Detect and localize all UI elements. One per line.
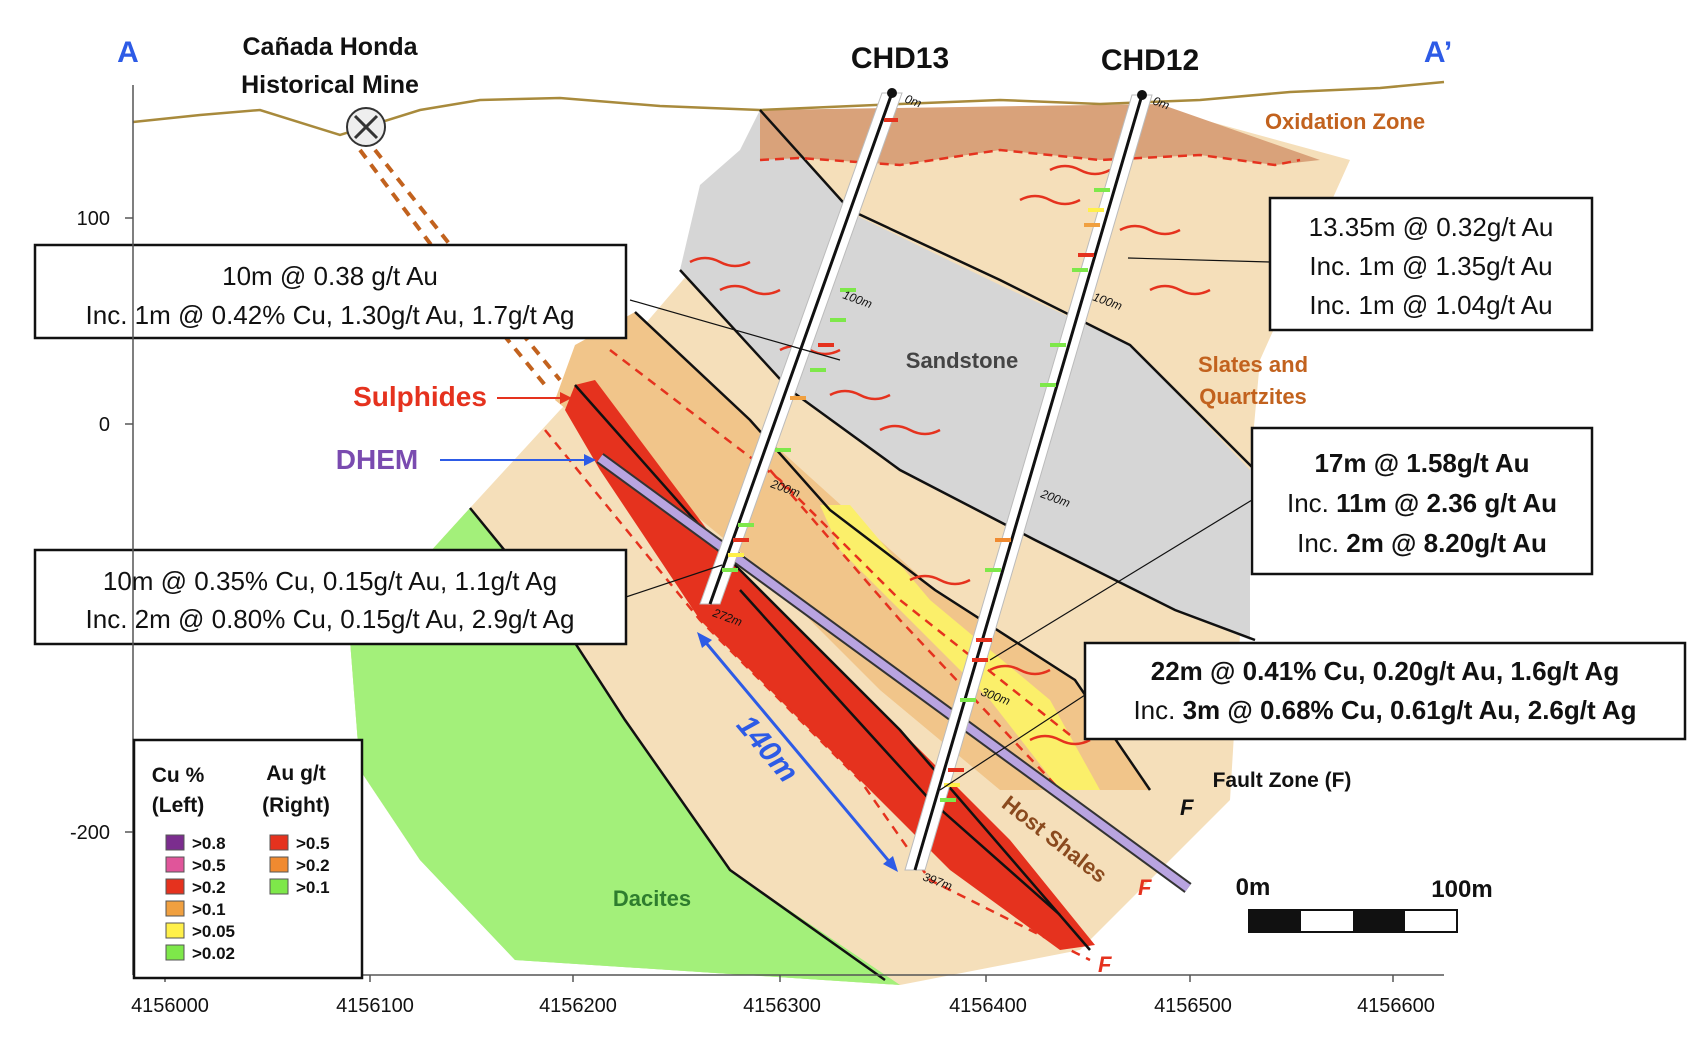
legend-au-label-2: >0.1 [296,878,330,897]
x-tick-4156000: 4156000 [131,995,209,1017]
legend-cu-swatch-3 [165,900,185,917]
intercept-box-2-line3: Inc. 1m @ 1.04g/t Au [1309,290,1552,320]
legend-cu-swatch-4 [165,922,185,939]
legend-au-swatch-1 [269,856,289,873]
legend-au-swatch-2 [269,878,289,895]
oxidation-contact [759,148,1301,167]
dhem-label: DHEM [336,444,418,475]
legend-cu-title-2: (Left) [152,794,204,817]
x-tick-4156100: 4156100 [336,995,414,1017]
legend-cu-label-5: >0.02 [192,944,235,963]
scale-bar-end: 100m [1431,876,1492,903]
oxidation-zone [760,104,1320,165]
legend-au-items: >0.5 >0.2 >0.1 [269,834,330,897]
x-tick-4156400: 4156400 [949,995,1027,1017]
y-tick-minus200: -200 [70,822,110,844]
intercept-box-1-line1: 10m @ 0.38 g/t Au [222,261,438,291]
hole-name-chd13: CHD13 [851,42,949,75]
legend-cu-label-4: >0.05 [192,922,235,941]
hole-name-chd12: CHD12 [1101,44,1199,77]
legend-au-label-0: >0.5 [296,834,330,853]
distance-arrowhead-top [697,632,712,648]
sulphide-veins [689,164,1211,746]
sulphides-arrowhead [560,392,572,404]
fault-zone-label: Fault Zone (F) [1213,769,1352,792]
distance-arrowhead-bottom [883,856,898,872]
intercept-box-2-line1: 13.35m @ 0.32g/t Au [1309,212,1554,242]
fault-marker-2: F [1138,875,1152,900]
drillhole-chd12 [904,90,1153,871]
legend-au-swatch-0 [269,834,289,851]
legend-au-label-1: >0.2 [296,856,330,875]
slates-label-line2: Quartzites [1199,384,1307,409]
mine-label-line1: Cañada Honda [242,33,418,61]
legend-au-title-1: Au g/t [266,762,325,785]
x-tick-4156200: 4156200 [539,995,617,1017]
fault-marker-3: F [1098,952,1112,977]
chd13-depth-0: 0m [903,92,923,111]
slates-label-line1: Slates and [1198,352,1308,377]
callout-leaders [625,257,1271,791]
oxidation-zone-label: Oxidation Zone [1265,109,1425,134]
legend-au-title-2: (Right) [262,794,330,817]
legend-cu-swatch-1 [165,856,185,873]
sandstone-unit [680,110,1250,640]
legend-cu-items: >0.8 >0.5 >0.2 >0.1 >0.05 >0.02 [165,834,235,963]
y-tick-0: 0 [99,414,110,436]
legend-cu-swatch-2 [165,878,185,895]
crossed-hammers-icon [346,107,386,147]
intercept-box-4-line2: Inc. 11m @ 2.36 g/t Au [1287,488,1557,518]
scale-bar-start: 0m [1236,874,1271,901]
legend-cu-swatch-5 [165,944,185,961]
x-tick-4156500: 4156500 [1154,995,1232,1017]
fault-lines [544,349,1091,962]
sandstone-label: Sandstone [906,348,1018,373]
dacites-label: Dacites [613,886,691,911]
sulphides-label: Sulphides [353,381,487,412]
intercept-box-3-line2: Inc. 2m @ 0.80% Cu, 0.15g/t Au, 2.9g/t A… [86,604,575,634]
x-tick-4156300: 4156300 [743,995,821,1017]
legend-cu-title-1: Cu % [152,764,205,787]
legend-cu-swatch-0 [165,834,185,851]
intercept-box-4-line1: 17m @ 1.58g/t Au [1314,448,1529,478]
legend-cu-label-1: >0.5 [192,856,226,875]
scale-bar [1248,909,1458,933]
yellow-zone [820,505,1100,790]
intercept-box-2 [1268,196,1594,332]
mine-label-line2: Historical Mine [241,71,419,99]
legend-cu-label-3: >0.1 [192,900,226,919]
dhem-plate-fill [597,454,1191,892]
legend-cu-label-2: >0.2 [192,878,226,897]
dhem-arrowhead [584,454,596,466]
section-label-a: A [117,36,139,69]
y-tick-100: 100 [77,208,110,230]
intercept-box-5-line2: Inc. 3m @ 0.68% Cu, 0.61g/t Au, 2.6g/t A… [1133,695,1636,725]
intercept-box-4 [1250,426,1594,576]
intercept-box-5-line1: 22m @ 0.41% Cu, 0.20g/t Au, 1.6g/t Ag [1151,656,1619,686]
chd12-depth-0: 0m [1151,94,1171,113]
section-label-a-prime: A’ [1424,36,1452,69]
intercept-box-1-line2: Inc. 1m @ 0.42% Cu, 1.30g/t Au, 1.7g/t A… [86,300,575,330]
fault-marker-1: F [1180,795,1194,820]
surface-topography [132,80,1445,137]
legend-cu-label-0: >0.8 [192,834,226,853]
x-tick-4156600: 4156600 [1357,995,1435,1017]
intercept-box-5 [1083,641,1687,741]
intercept-box-3-line1: 10m @ 0.35% Cu, 0.15g/t Au, 1.1g/t Ag [103,566,557,596]
intercept-box-2-line2: Inc. 1m @ 1.35g/t Au [1309,251,1552,281]
intercept-box-4-line3: Inc. 2m @ 8.20g/t Au [1297,528,1547,558]
distance-arrow [700,637,895,867]
